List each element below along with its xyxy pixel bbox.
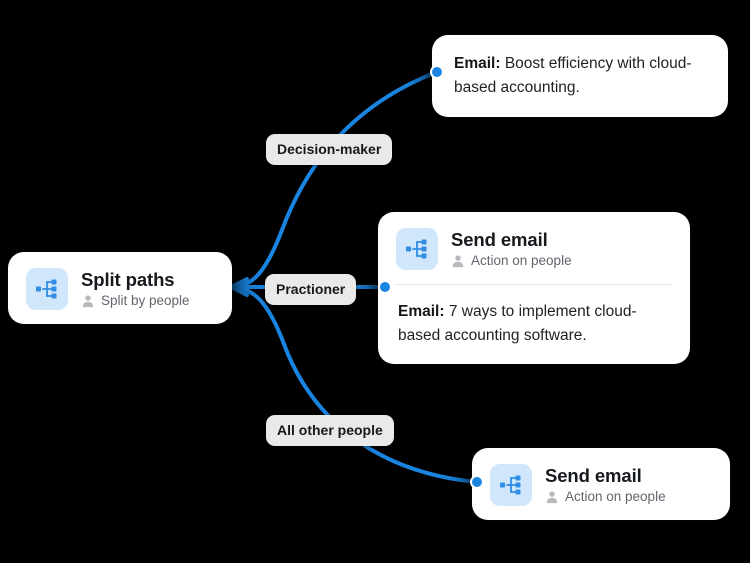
split-paths-icon [26,268,68,310]
connector-dot-all-other-people[interactable] [470,475,484,489]
node-title: Split paths [81,268,175,290]
email-body: Email: Boost efficiency with cloud-based… [432,35,728,117]
node-subtitle: Split by people [81,293,190,309]
edge-label-practioner[interactable]: Practioner [265,274,357,305]
email-body: Email: 7 ways to implement cloud-based a… [378,285,690,364]
card-header: Split paths Split by people [8,252,232,324]
edge-label-decision-maker[interactable]: Decision-maker [266,134,393,165]
node-send-email-practioner[interactable]: Send email Action on people Email: 7 way… [378,212,690,365]
node-subtitle: Action on people [545,489,666,505]
connector-decision-maker [230,70,439,289]
node-subtitle-label: Split by people [101,292,190,308]
node-email-decision-maker[interactable]: Email: Boost efficiency with cloud-based… [432,35,728,118]
email-body-text: Boost efficiency with cloud-based accoun… [454,55,692,96]
connector-dot-practioner[interactable] [378,280,392,294]
email-body-text: 7 ways to implement cloud-based accounti… [398,303,637,344]
node-send-email-all-other-people[interactable]: Send email Action on people [472,448,730,520]
connector-dot-decision-maker[interactable] [430,65,444,79]
node-subtitle: Action on people [451,253,572,269]
edge-label-all-other-people[interactable]: All other people [266,415,394,446]
node-title: Send email [545,464,642,486]
node-title: Send email [451,228,548,250]
connector-all-other-people [230,285,479,484]
node-subtitle-label: Action on people [471,252,572,268]
email-body-label: Email: [398,303,445,320]
node-split-paths[interactable]: Split paths Split by people [8,252,232,324]
card-header: Send email Action on people [472,448,730,520]
person-icon [452,255,464,268]
split-paths-icon [396,228,438,270]
person-icon [546,491,558,504]
node-subtitle-label: Action on people [565,488,666,504]
card-header: Send email Action on people [378,212,690,284]
person-icon [82,295,94,308]
email-body-label: Email: [454,55,501,72]
card-divider [396,284,672,285]
split-paths-icon [490,464,532,506]
